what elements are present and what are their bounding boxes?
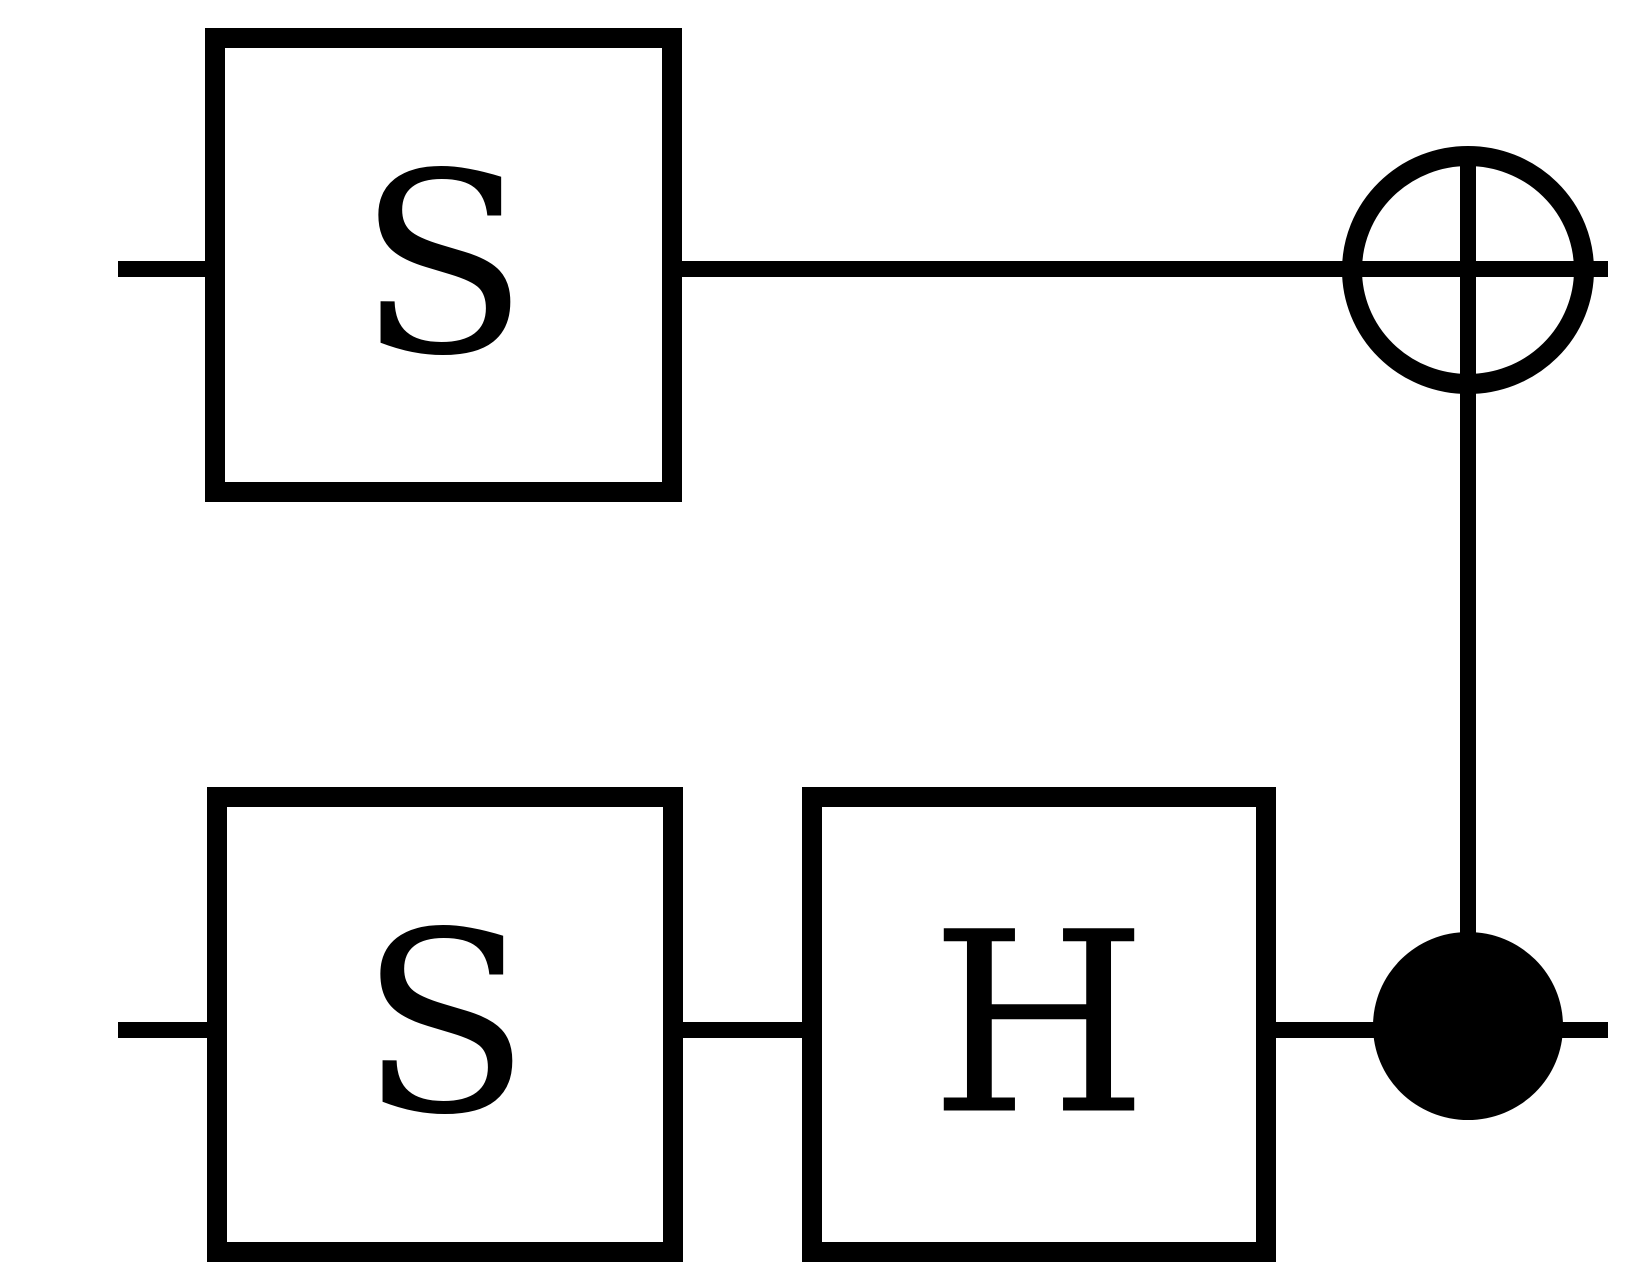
gate-s-bottom: S	[207, 787, 683, 1262]
gate-label: H	[930, 879, 1148, 1170]
gate-s-top: S	[205, 28, 682, 502]
cnot-target-oplus-icon	[1342, 146, 1608, 394]
gate-label: S	[359, 879, 530, 1170]
gate-box	[207, 787, 683, 1262]
gate-h-bottom: H	[802, 787, 1276, 1262]
gate-box	[802, 787, 1276, 1262]
gate-label: S	[357, 120, 528, 411]
gate-box	[205, 28, 682, 502]
cnot-control-dot-icon	[1373, 932, 1563, 1120]
